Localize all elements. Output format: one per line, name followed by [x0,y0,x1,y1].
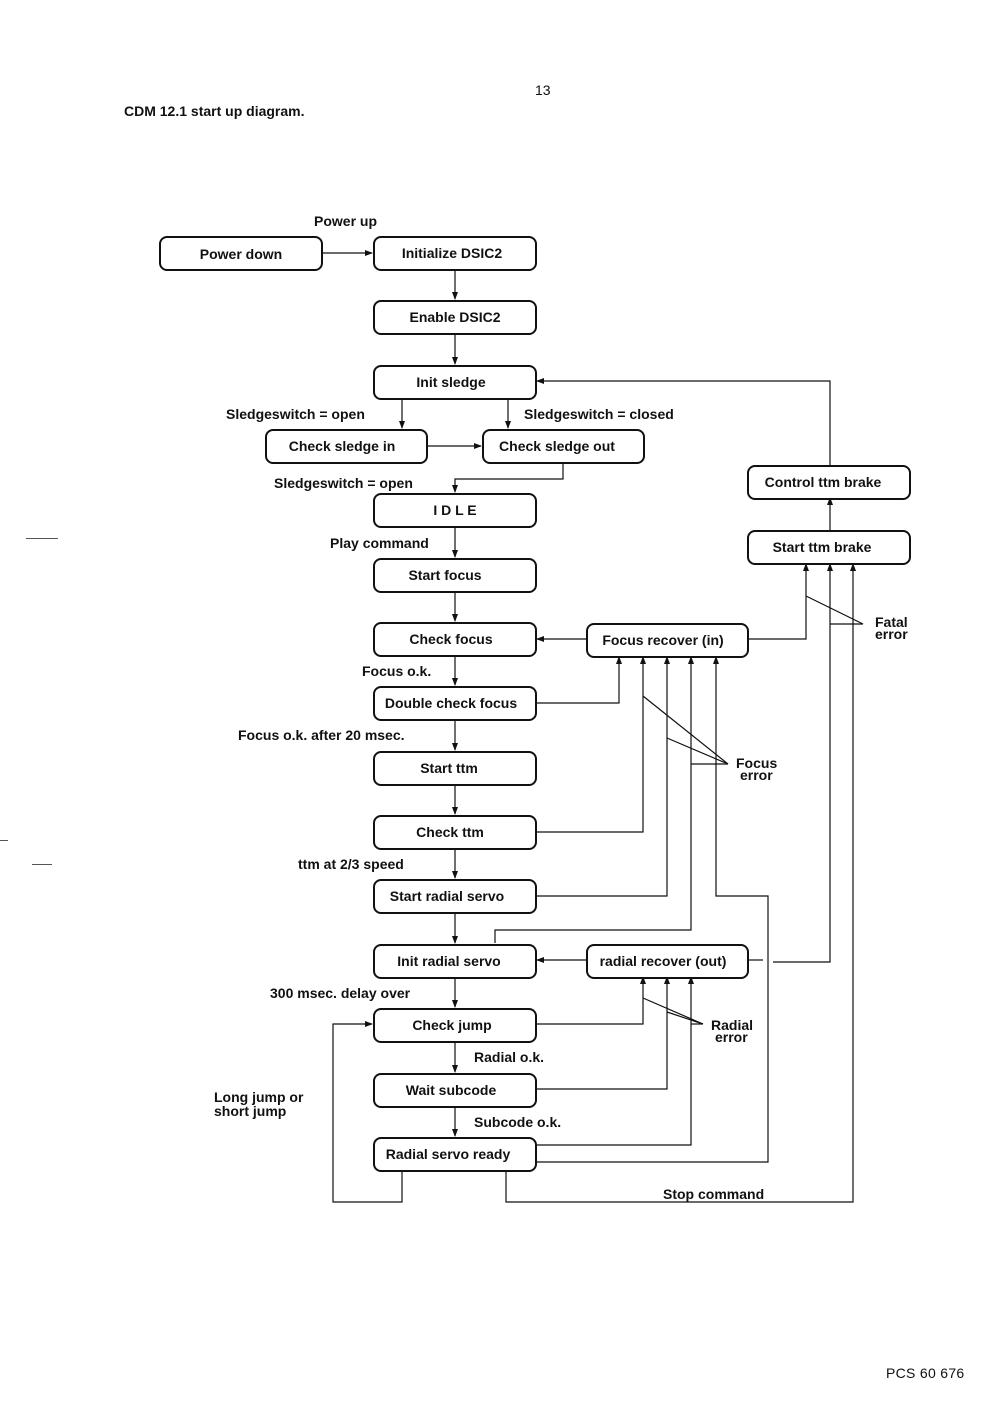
start-focus-box: Start focus [373,558,537,593]
check-sledge-out-box: Check sledge out [482,429,645,464]
svg-text:Start radial servo: Start radial servo [390,888,504,904]
margin-mark [32,864,52,865]
svg-text:Check jump: Check jump [412,1017,491,1033]
focus-recover-in-box: Focus recover (in) [586,623,749,658]
double-check-focus-box: Double check focus [373,686,537,721]
svg-text:Check sledge out: Check sledge out [499,438,615,454]
svg-text:Power down: Power down [200,246,282,262]
init-sledge-box: Init sledge [373,365,537,400]
initialize-dsic2-box: Initialize DSIC2 [373,236,537,271]
svg-text:Enable DSIC2: Enable DSIC2 [409,309,500,325]
idle-box: I D L E [373,493,537,528]
label-subcode-ok: Subcode o.k. [474,1114,561,1130]
margin-mark [26,538,58,539]
label-short-jump: short jump [214,1103,286,1119]
power-down-box: Power down [159,236,323,271]
label-stop-command: Stop command [663,1186,764,1202]
svg-text:Start ttm brake: Start ttm brake [773,539,872,555]
svg-text:Check ttm: Check ttm [416,824,484,840]
connector-lines [322,250,864,1203]
check-focus-box: Check focus [373,622,537,657]
svg-text:Start focus: Start focus [408,567,481,583]
enable-dsic2-box: Enable DSIC2 [373,300,537,335]
svg-text:Start ttm: Start ttm [420,760,478,776]
start-ttm-box: Start ttm [373,751,537,786]
svg-text:Check focus: Check focus [409,631,492,647]
page-title: CDM 12.1 start up diagram. [124,103,305,119]
page-number: 13 [535,82,551,98]
label-focus: Focus [736,755,777,771]
label-radial-ok: Radial o.k. [474,1049,544,1065]
control-ttm-brake-box: Control ttm brake [747,465,911,500]
svg-text:Init sledge: Init sledge [416,374,485,390]
svg-text:Initialize DSIC2: Initialize DSIC2 [402,245,503,261]
init-radial-servo-box: Init radial servo [373,944,537,979]
check-jump-box: Check jump [373,1008,537,1043]
radial-recover-out-box: radial recover (out) [586,944,749,979]
wait-subcode-box: Wait subcode [373,1073,537,1108]
document-code: PCS 60 676 [886,1365,965,1381]
radial-servo-ready-box: Radial servo ready [373,1137,537,1172]
svg-text:Focus recover (in): Focus recover (in) [602,632,723,648]
label-play-command: Play command [330,535,429,551]
start-radial-servo-box: Start radial servo [373,879,537,914]
label-ttm-speed: ttm at 2/3 speed [298,856,404,872]
label-fatal-error: error [875,626,908,642]
label-focus-ok-after-20: Focus o.k. after 20 msec. [238,727,405,743]
svg-text:Wait subcode: Wait subcode [406,1082,497,1098]
label-sledgeswitch-open: Sledgeswitch = open [226,406,365,422]
svg-text:Double check focus: Double check focus [385,695,517,711]
start-ttm-brake-box: Start ttm brake [747,530,911,565]
svg-text:Check sledge in: Check sledge in [289,438,396,454]
svg-text:radial recover (out): radial recover (out) [600,953,727,969]
label-focus-ok: Focus o.k. [362,663,431,679]
label-sledgeswitch-open-2: Sledgeswitch = open [274,475,413,491]
check-sledge-in-box: Check sledge in [265,429,428,464]
label-radial-error: error [715,1029,748,1045]
label-long-jump: Long jump or [214,1089,304,1105]
svg-text:Control ttm brake: Control ttm brake [765,474,882,490]
label-300-msec-delay: 300 msec. delay over [270,985,411,1001]
margin-mark [0,840,8,841]
label-fatal: Fatal [875,614,908,630]
check-ttm-box: Check ttm [373,815,537,850]
svg-text:I D L E: I D L E [433,502,476,518]
label-sledgeswitch-closed: Sledgeswitch = closed [524,406,674,422]
label-power-up: Power up [314,213,377,229]
svg-text:Init radial servo: Init radial servo [397,953,500,969]
label-radial: Radial [711,1017,753,1033]
label-focus-error: error [740,767,773,783]
svg-text:Radial servo ready: Radial servo ready [386,1146,511,1162]
